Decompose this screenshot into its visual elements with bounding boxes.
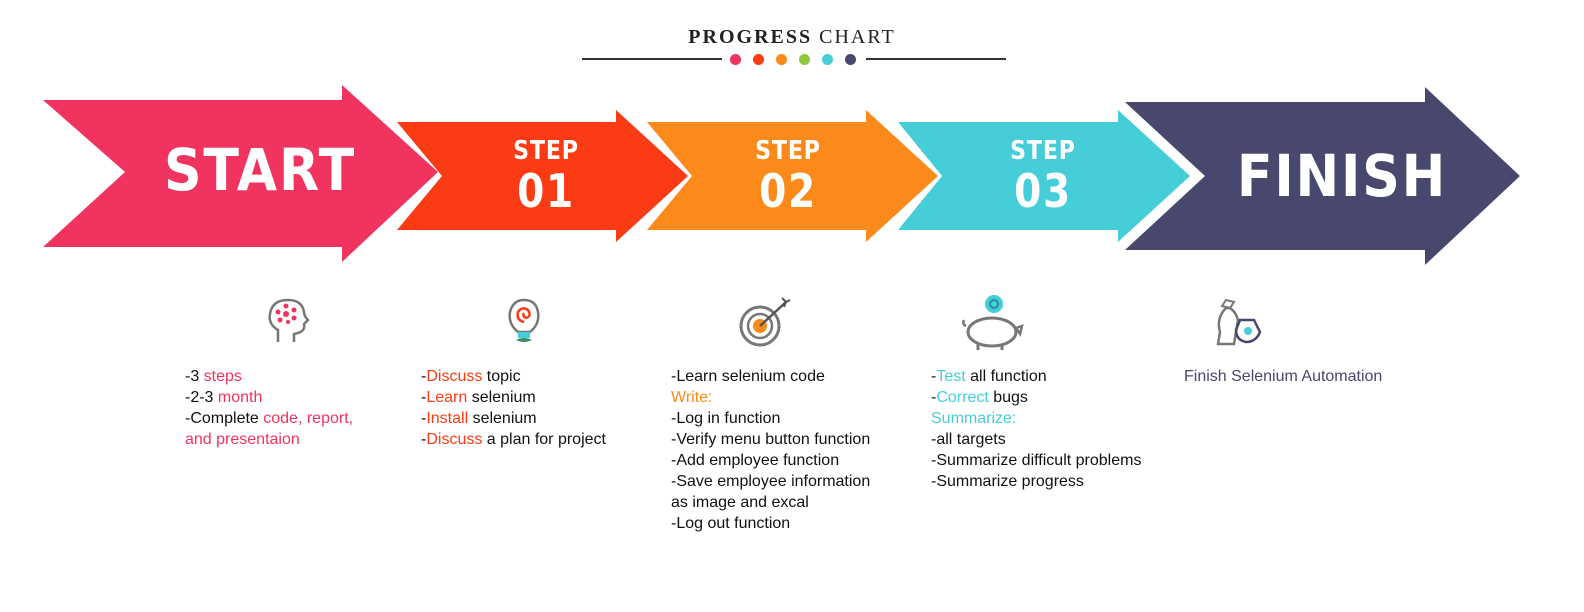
- step2-line-5: -Add employee function: [671, 452, 840, 469]
- step3-line-5: -Summarize difficult problems: [931, 452, 1142, 469]
- step1-line-3-rest: selenium: [468, 410, 537, 427]
- arrow-step3-label: STEP 03: [973, 136, 1113, 216]
- step1-word: STEP: [513, 136, 579, 166]
- step3-line-4: -all targets: [931, 431, 1006, 448]
- arrow-step3: [898, 110, 1190, 242]
- start-block: -3 steps -2-3 month -Complete code, repo…: [185, 366, 353, 450]
- start-line-1-prefix: -3: [185, 368, 204, 385]
- title-dot-navy: [845, 54, 856, 65]
- step3-line-2: -Correct bugs: [931, 387, 1141, 408]
- start-line-2: -2-3 month: [185, 387, 353, 408]
- step1-line-2: -Learn selenium: [421, 387, 606, 408]
- arrow-start: [43, 85, 438, 262]
- step2-line-2: Write:: [671, 389, 713, 406]
- step2-line-3: -Log in function: [671, 410, 781, 427]
- step1-line-1-highlight: Discuss: [426, 368, 483, 385]
- start-line-3-prefix: -Complete: [185, 410, 264, 427]
- step3-line-2-dash: -: [931, 389, 937, 406]
- step3-word: STEP: [1010, 136, 1076, 166]
- arrow-step2-label: STEP 02: [718, 136, 858, 216]
- arrow-step2: [647, 110, 938, 242]
- step1-line-2-highlight: Learn: [426, 389, 468, 406]
- step3-block: -Test all function -Correct bugs Summari…: [931, 366, 1141, 492]
- step1-line-3-dash: -: [421, 410, 427, 427]
- step3-line-1-highlight: Test: [936, 368, 966, 385]
- arrow-finish-label: FINISH: [1236, 142, 1448, 210]
- step2-line-6: -Save employee information: [671, 473, 871, 490]
- step3-line-6: -Summarize progress: [931, 473, 1084, 490]
- step1-line-1: -Discuss topic: [421, 366, 606, 387]
- step2-number: 02: [759, 164, 817, 218]
- title-dot-orange: [776, 54, 787, 65]
- step2-line-8: -Log out function: [671, 515, 791, 532]
- step3-line-1-rest: all function: [965, 368, 1047, 385]
- step1-line-4-dash: -: [421, 431, 427, 448]
- finish-line-1: Finish Selenium Automation: [1184, 368, 1383, 385]
- step1-block: -Discuss topic -Learn selenium -Install …: [421, 366, 606, 450]
- title-dot-pink: [730, 54, 741, 65]
- step2-line-4: -Verify menu button function: [671, 431, 871, 448]
- step2-word: STEP: [755, 136, 821, 166]
- start-line-1-highlight: steps: [203, 368, 242, 385]
- start-line-3: -Complete code, report,: [185, 408, 353, 429]
- start-line-1: -3 steps: [185, 366, 353, 387]
- step1-line-4: -Discuss a plan for project: [421, 429, 606, 450]
- title-part-progress: PROGRESS: [688, 26, 813, 48]
- money-bag-icon: [1216, 298, 1262, 346]
- lightbulb-icon: [508, 298, 540, 342]
- step1-line-3: -Install selenium: [421, 408, 606, 429]
- title-divider-left: [582, 58, 722, 60]
- step1-line-4-highlight: Discuss: [426, 431, 483, 448]
- step3-number: 03: [1014, 164, 1072, 218]
- step1-line-2-dash: -: [421, 389, 427, 406]
- step1-line-3-highlight: Install: [426, 410, 469, 427]
- start-line-4: and presentaion: [185, 431, 300, 448]
- target-arrow-icon: [739, 297, 791, 347]
- title-part-chart: CHART: [819, 26, 896, 48]
- step3-line-1: -Test all function: [931, 366, 1141, 387]
- head-brain-icon: [268, 298, 310, 342]
- start-line-2-highlight: month: [217, 389, 263, 406]
- step3-line-1-dash: -: [931, 368, 937, 385]
- arrow-finish: [1125, 87, 1520, 265]
- piggy-bank-icon: [962, 295, 1024, 350]
- title-divider-right: [866, 58, 1006, 60]
- step2-line-7: as image and excal: [671, 494, 809, 511]
- arrow-step1: [397, 110, 688, 242]
- step1-line-4-rest: a plan for project: [482, 431, 606, 448]
- arrow-start-label: START: [163, 136, 357, 204]
- title-dot-red: [753, 54, 764, 65]
- step3-line-2-highlight: Correct: [936, 389, 989, 406]
- step3-line-2-rest: bugs: [988, 389, 1028, 406]
- title-dot-green: [799, 54, 810, 65]
- step1-number: 01: [517, 164, 575, 218]
- step3-line-3: Summarize:: [931, 410, 1017, 427]
- step2-line-1: -Learn selenium code: [671, 368, 825, 385]
- finish-block: Finish Selenium Automation: [1184, 366, 1382, 387]
- step2-block: -Learn selenium code Write: -Log in func…: [671, 366, 870, 534]
- start-line-2-prefix: -2-3: [185, 389, 218, 406]
- step1-line-1-dash: -: [421, 368, 427, 385]
- chart-title: PROGRESS CHART: [0, 26, 1584, 49]
- step1-line-2-rest: selenium: [467, 389, 536, 406]
- step1-line-1-rest: topic: [482, 368, 521, 385]
- title-dot-cyan: [822, 54, 833, 65]
- progress-arrows: [43, 85, 1520, 265]
- arrow-step1-label: STEP 01: [476, 136, 616, 216]
- start-line-3-highlight: code, report,: [263, 410, 354, 427]
